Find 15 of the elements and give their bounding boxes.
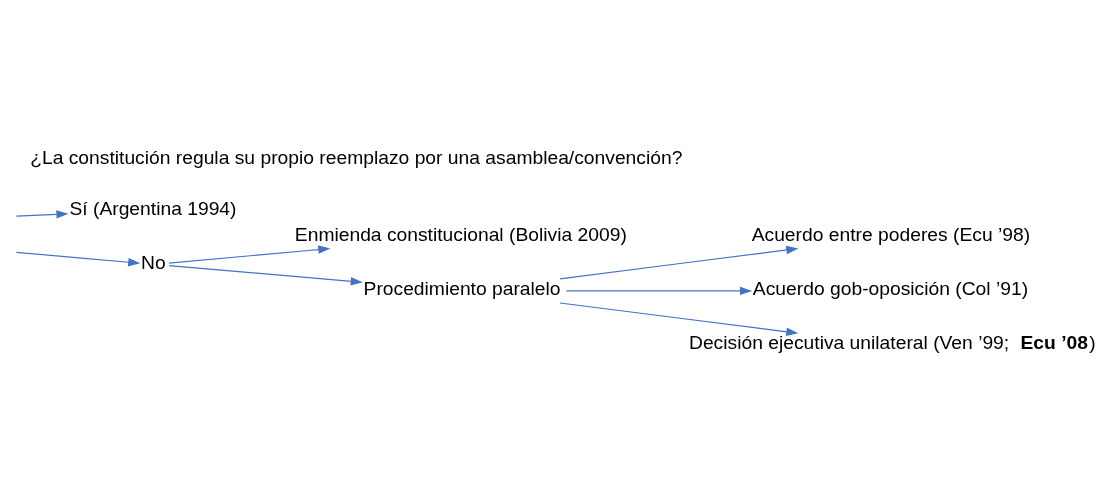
arrow (565, 286, 753, 296)
arrow (168, 264, 363, 286)
arrow (15, 251, 141, 267)
node-text: Decisión ejecutiva unilateral (Ven ’99; Ecu ’08) (688, 331, 1096, 353)
arrow (559, 245, 799, 280)
diagram-title: ¿La constitución regula su propio reemplazo por una asamblea/convención? (30, 147, 683, 169)
node-text: Enmienda constitucional (Bolivia 2009) (294, 224, 627, 246)
arrow (559, 302, 799, 336)
node-text: Acuerdo entre poderes (Ecu ’98) (751, 224, 1031, 246)
node-text: Procedimiento paralelo (363, 278, 561, 300)
arrow (168, 245, 331, 264)
node-text: Acuerdo gob-oposición (Col ’91) (752, 278, 1029, 300)
node-text: No (141, 251, 166, 273)
node-text: Sí (Argentina 1994) (69, 197, 237, 219)
arrow (15, 210, 69, 219)
